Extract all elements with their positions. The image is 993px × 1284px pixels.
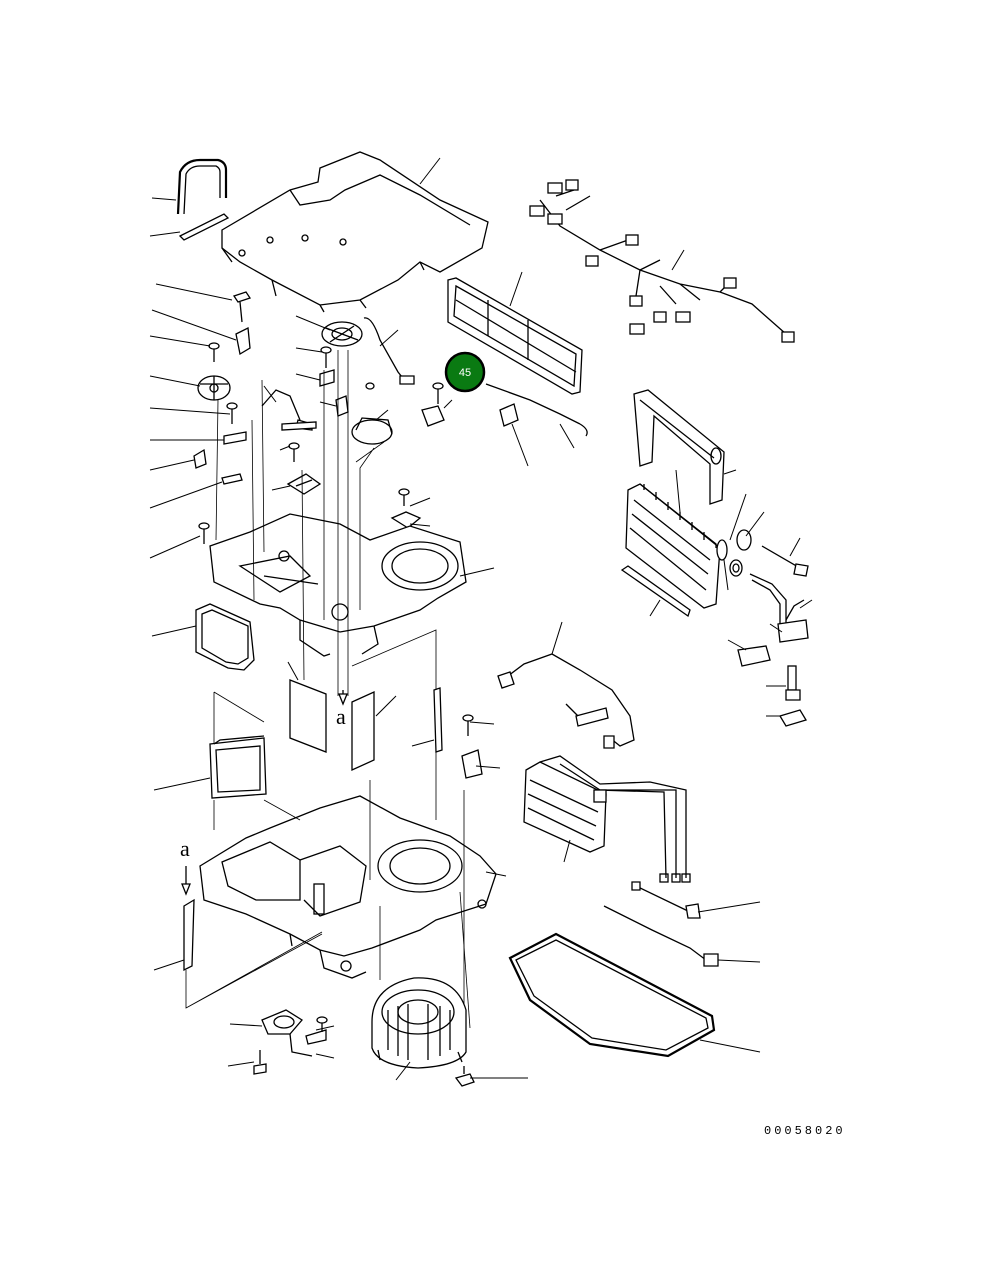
handle-bracket[interactable] [176,158,228,215]
callout-45-label: 45 [459,367,471,379]
temperature-sensor[interactable] [603,905,719,967]
screw-5[interactable] [462,714,474,736]
section-marker-a: a [336,704,346,729]
resistor[interactable] [421,382,445,427]
screw-3[interactable] [198,522,210,544]
mode-gear[interactable] [321,321,363,347]
hose-clamp[interactable] [631,881,701,919]
insulation-pad-2[interactable] [351,690,375,772]
seal-strip[interactable] [178,213,230,241]
fan-resistor[interactable] [261,1009,313,1057]
expansion-valve-bolt[interactable] [761,545,809,577]
evaporator-core[interactable] [625,483,721,609]
clip[interactable] [235,326,251,356]
wire-harness[interactable] [529,179,795,343]
blower-motor[interactable] [371,977,467,1069]
link-plate[interactable] [223,431,247,445]
air-filter[interactable] [447,277,583,395]
sensor-cable[interactable] [497,653,635,749]
thermo-sensor-wire[interactable] [485,383,588,437]
callout-45-circle[interactable] [444,351,486,393]
screw-6[interactable] [253,1050,267,1075]
gasket[interactable] [195,603,255,671]
control-cable[interactable] [363,317,415,385]
screw-2[interactable] [226,402,238,424]
clip-4[interactable] [305,1016,328,1045]
bracket[interactable] [461,749,483,779]
screw[interactable] [208,342,220,362]
drain-seal[interactable] [508,932,716,1058]
bolt[interactable] [232,291,252,323]
o-ring[interactable] [716,529,752,577]
grommet[interactable] [390,488,422,529]
heater-core[interactable] [523,755,691,883]
foam-seal[interactable] [620,565,691,618]
pipe-assembly[interactable] [749,573,809,643]
seal-strip-2[interactable] [433,687,443,753]
damper-lever[interactable] [197,375,231,401]
servo-motor-2[interactable] [286,473,322,495]
drawing-number: 00058020 [764,1124,846,1138]
bracket-2[interactable] [779,709,807,727]
insulation-block[interactable] [737,645,771,667]
servo-motor[interactable] [351,417,393,445]
clip-3[interactable] [319,346,335,387]
seal-strip-3[interactable] [183,898,195,972]
blower-bolt[interactable] [454,1066,475,1087]
screw-4[interactable] [288,382,375,462]
cable-clip[interactable] [565,703,609,727]
callout-45[interactable]: 45 [444,351,486,393]
rod[interactable] [221,473,243,485]
bolt-2[interactable] [785,665,801,701]
clip-2[interactable] [193,448,207,469]
evaporator-cover[interactable] [633,389,725,505]
clamp[interactable] [499,403,519,427]
lower-case[interactable] [199,795,497,979]
duct-cover[interactable] [221,151,489,313]
foam-frame[interactable] [209,735,267,799]
section-marker-a-2: a [180,836,190,861]
insulation-pad[interactable] [289,679,327,753]
rod-2[interactable] [281,421,317,431]
